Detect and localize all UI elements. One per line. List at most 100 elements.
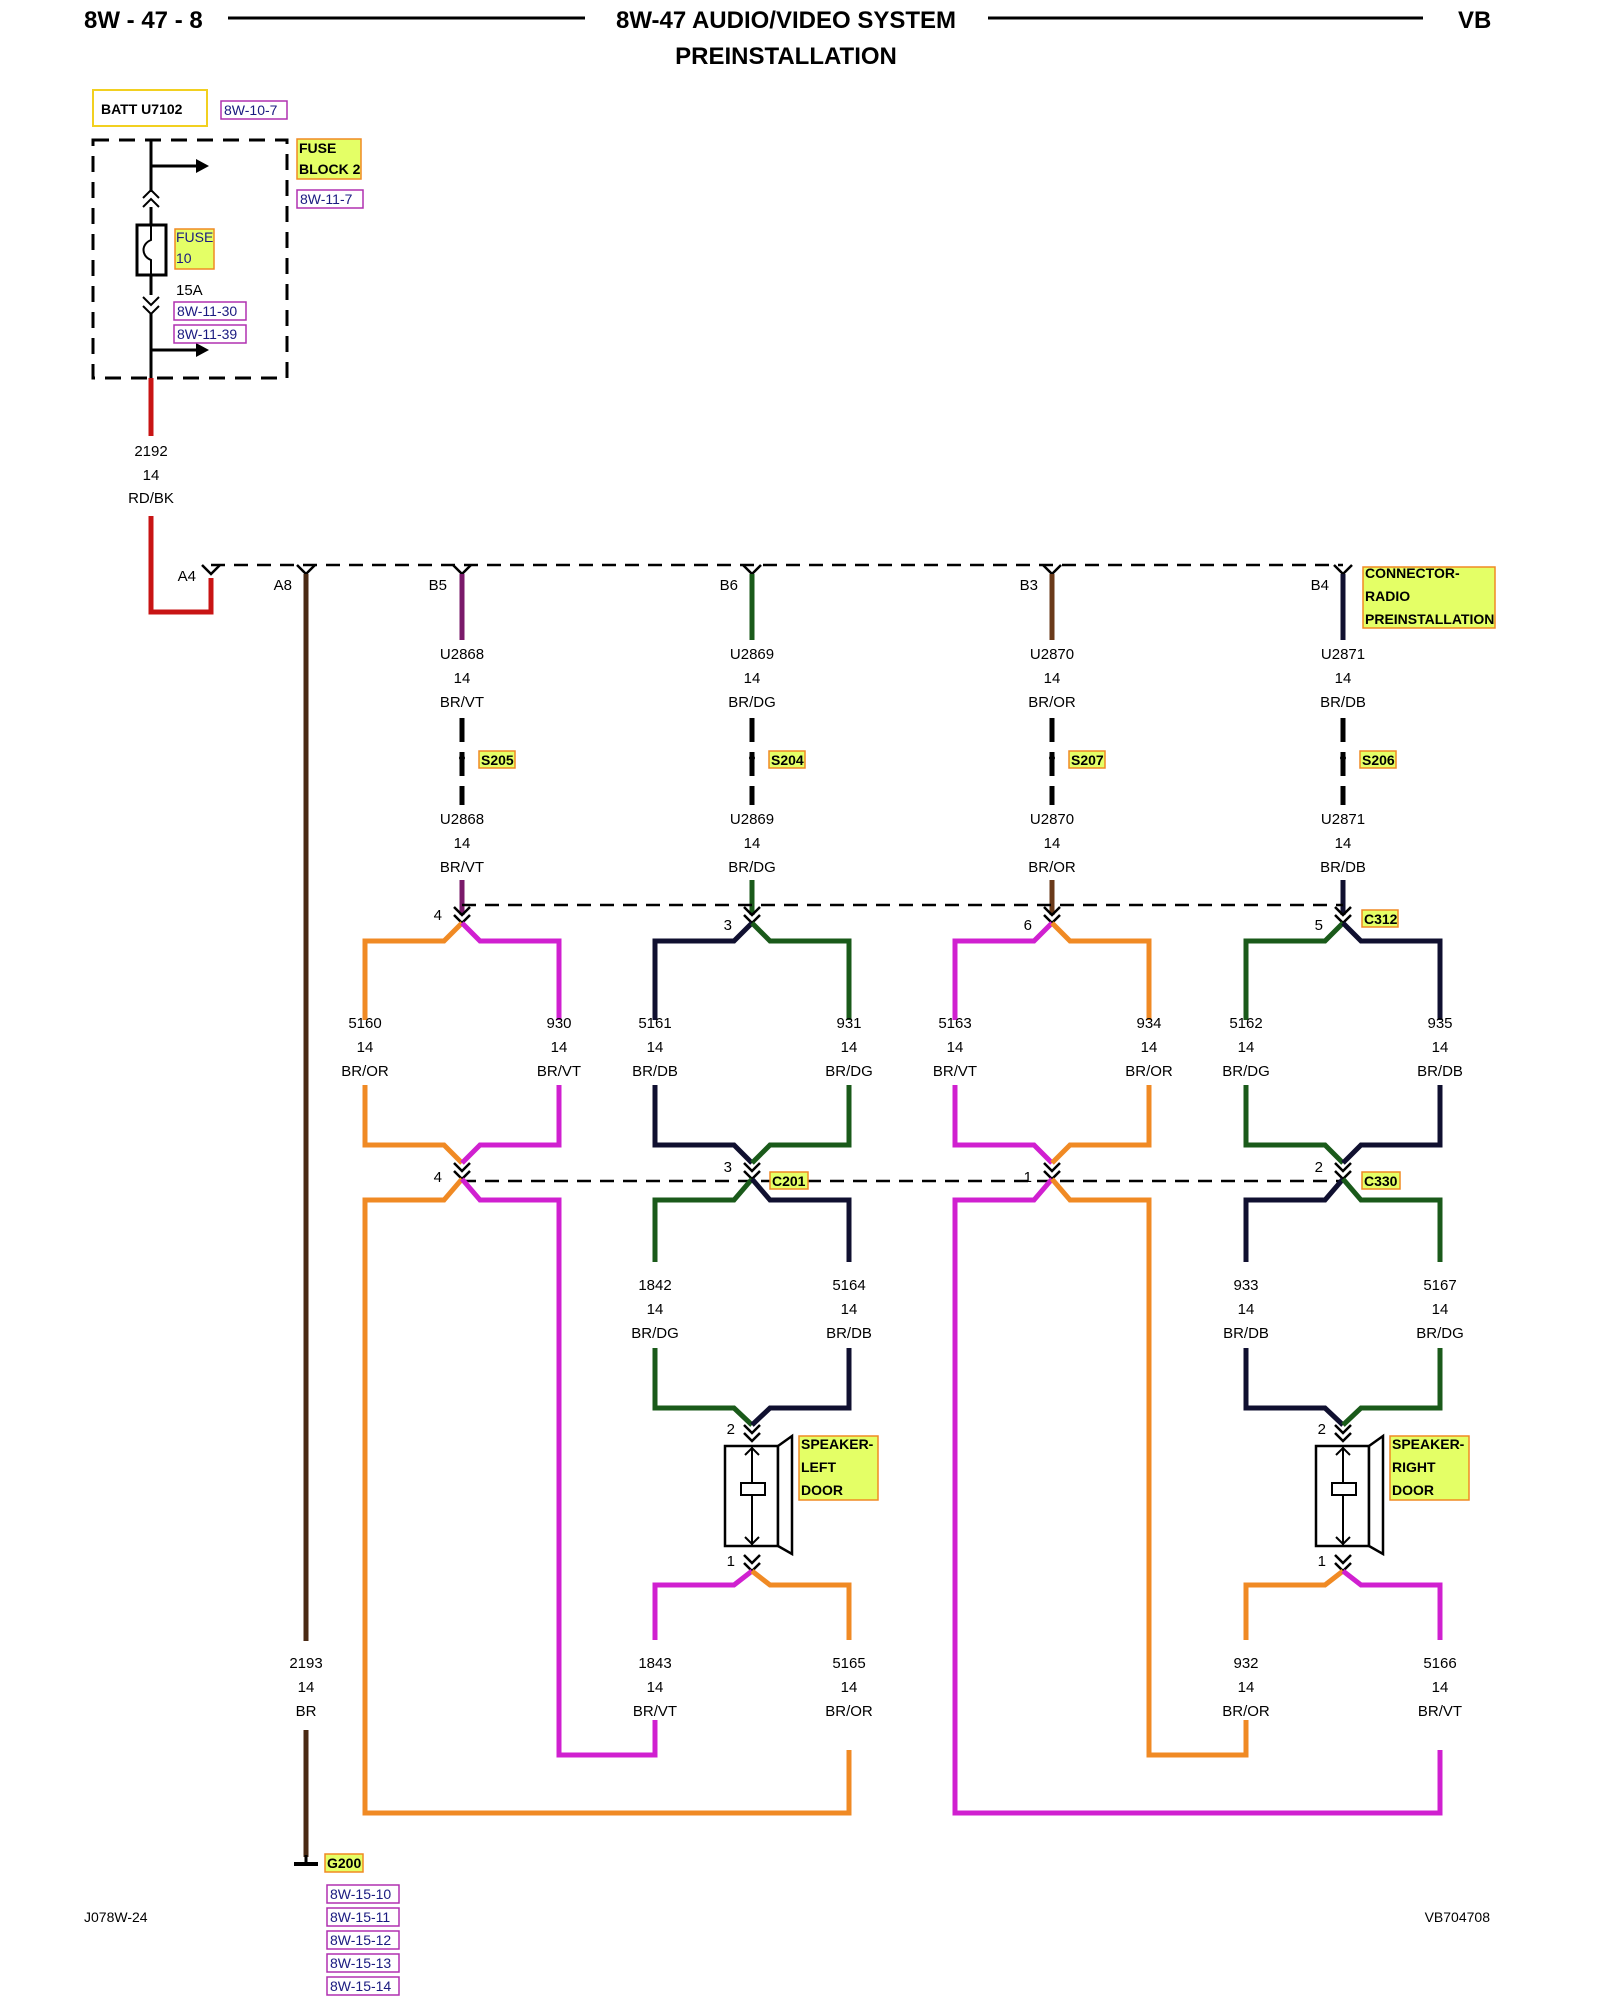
ground-section: 2193 14 BR G200 8W-15-10 8W-15-11 8W-15-… [289, 574, 400, 1996]
mid-gauge: 14 [947, 1039, 964, 1056]
spk-color: BR/OR [825, 1703, 873, 1720]
spk-gauge: 14 [647, 1679, 664, 1696]
mid-gauge: 14 [551, 1039, 568, 1056]
radio-connector-label-3: PREINSTALLATION [1365, 611, 1494, 627]
footer-left-code: J078W-24 [84, 1909, 148, 1925]
right-return-loops [952, 1177, 1443, 1816]
footer-right-code: VB704708 [1425, 1909, 1491, 1925]
splice-label: S206 [1362, 752, 1395, 768]
batt-label: BATT U7102 [101, 101, 183, 117]
mid-color: BR/OR [1125, 1063, 1173, 1080]
splice-label: S207 [1071, 752, 1104, 768]
speaker-icon [1314, 1433, 1385, 1557]
upper-color: BR/DG [728, 694, 776, 711]
mid-pair-1: 5160 14 BR/OR 930 14 BR/VT [341, 921, 581, 1165]
mid-circuit: 5160 [348, 1015, 381, 1032]
left-return-loops [362, 1177, 852, 1816]
batt-ref-box[interactable] [220, 100, 288, 120]
mid-pair-3: 5163 14 BR/VT 934 14 BR/OR [933, 921, 1173, 1165]
upper-circuit: U2869 [730, 646, 774, 663]
ground-ref-3[interactable]: 8W-15-12 [330, 1932, 391, 1948]
speaker-left-label-2: LEFT [801, 1459, 836, 1475]
upper-wire-col-3: U2870 14 BR/OR S207 U2870 14 BR/OR [1028, 574, 1106, 915]
speaker-left: 2 1 SPEAKER- LEFT DOOR [652, 1421, 879, 1640]
spk-gauge: 14 [841, 1679, 858, 1696]
mid-color: BR/DB [632, 1063, 678, 1080]
speaker-right-pin-bottom: 1 [1318, 1553, 1326, 1570]
vehicle-code: VB [1458, 7, 1491, 34]
footer: J078W-24 VB704708 [84, 1909, 1490, 1925]
splice-dot-icon [459, 755, 465, 761]
feed-circuit: 2192 [134, 443, 167, 460]
fuse-ref-1-box[interactable] [173, 301, 247, 321]
upper-wire-col-4: U2871 14 BR/DB S206 U2871 14 BR/DB [1320, 574, 1397, 915]
spk-color: BR/DG [1416, 1325, 1464, 1342]
pin-b4: B4 [1311, 577, 1329, 594]
mid-circuit: 5162 [1229, 1015, 1262, 1032]
upper-color-lower: BR/OR [1028, 859, 1076, 876]
mid-circuit: 934 [1136, 1015, 1161, 1032]
header: 8W - 47 - 8 8W-47 AUDIO/VIDEO SYSTEM PRE… [84, 7, 1491, 70]
mid-color: BR/VT [537, 1063, 581, 1080]
c312-pin-3: 6 [1024, 917, 1032, 934]
ground-ref-1[interactable]: 8W-15-10 [330, 1886, 391, 1902]
upper-circuit-lower: U2869 [730, 811, 774, 828]
feed-gauge: 14 [143, 467, 160, 484]
fuse-block-ref-box[interactable] [296, 189, 364, 209]
mid-circuit: 930 [546, 1015, 571, 1032]
speaker-right: 2 1 SPEAKER- RIGHT DOOR [1243, 1421, 1470, 1640]
fuse-ref-2-box[interactable] [173, 324, 247, 344]
ground-label-box [324, 1853, 364, 1873]
mid-color: BR/DB [1417, 1063, 1463, 1080]
c201-pin-2: 3 [724, 1159, 732, 1176]
c312-label: C312 [1364, 911, 1398, 927]
upper-gauge-lower: 14 [1044, 835, 1061, 852]
feed-wire [148, 516, 214, 615]
pin-a4: A4 [178, 568, 196, 585]
mid-gauge: 14 [1238, 1039, 1255, 1056]
c330-pin-2: 2 [1315, 1159, 1323, 1176]
fuse-block-ref[interactable]: 8W-11-7 [300, 191, 353, 207]
upper-circuit: U2868 [440, 646, 484, 663]
fuse-ref-2[interactable]: 8W-11-39 [177, 326, 237, 342]
upper-gauge: 14 [454, 670, 471, 687]
spk-color: BR/VT [633, 1703, 677, 1720]
fuse-label-1: FUSE [176, 229, 213, 245]
fuse-ref-1[interactable]: 8W-11-30 [177, 303, 237, 319]
upper-color: BR/DB [1320, 694, 1366, 711]
spk-color: BR/DG [631, 1325, 679, 1342]
splice-dot-icon [749, 755, 755, 761]
spk-circuit: 5164 [832, 1277, 865, 1294]
upper-color-lower: BR/DG [728, 859, 776, 876]
speaker-left-pin-bottom: 1 [727, 1553, 735, 1570]
connector-c312: 4 3 6 5 C312 [434, 903, 1399, 934]
speaker-right-label-3: DOOR [1392, 1482, 1434, 1498]
ground-color: BR [296, 1703, 317, 1720]
radio-connector-label-1: CONNECTOR- [1365, 565, 1460, 581]
ground-ref-4[interactable]: 8W-15-13 [330, 1955, 391, 1971]
batt-ref[interactable]: 8W-10-7 [224, 102, 278, 118]
upper-circuit-lower: U2870 [1030, 811, 1074, 828]
ground-ref-5[interactable]: 8W-15-14 [330, 1978, 391, 1994]
upper-wire-col-1: U2868 14 BR/VT S205 U2868 14 BR/VT [440, 574, 516, 915]
ground-ref-2[interactable]: 8W-15-11 [330, 1909, 390, 1925]
upper-gauge: 14 [1044, 670, 1061, 687]
upper-circuit: U2871 [1321, 646, 1365, 663]
c201-label: C201 [772, 1173, 806, 1189]
c312-pin-2: 3 [724, 917, 732, 934]
page-title: 8W-47 AUDIO/VIDEO SYSTEM [616, 7, 956, 34]
connectors-c201-c330: 4 3 C201 1 2 C330 [434, 1159, 1401, 1190]
fuse-block-label-1: FUSE [299, 140, 336, 156]
spk-color: BR/DB [1223, 1325, 1269, 1342]
fuse-block-outline [91, 138, 289, 380]
speaker-icon [723, 1433, 794, 1557]
speaker-top-wires: 1842 14 BR/DG 5164 14 BR/DB 933 14 BR/DB… [631, 1277, 1464, 1427]
c312-pin-4: 5 [1315, 917, 1323, 934]
spk-circuit: 933 [1233, 1277, 1258, 1294]
pin-b6: B6 [720, 577, 738, 594]
fuse-label-2: 10 [176, 250, 192, 266]
mid-pair-4: 5162 14 BR/DG 935 14 BR/DB [1222, 921, 1463, 1165]
power-section: BATT U7102 8W-10-7 FUSE BLOCK 2 8W-11-7 … [91, 89, 364, 615]
feed-color: RD/BK [128, 490, 174, 507]
